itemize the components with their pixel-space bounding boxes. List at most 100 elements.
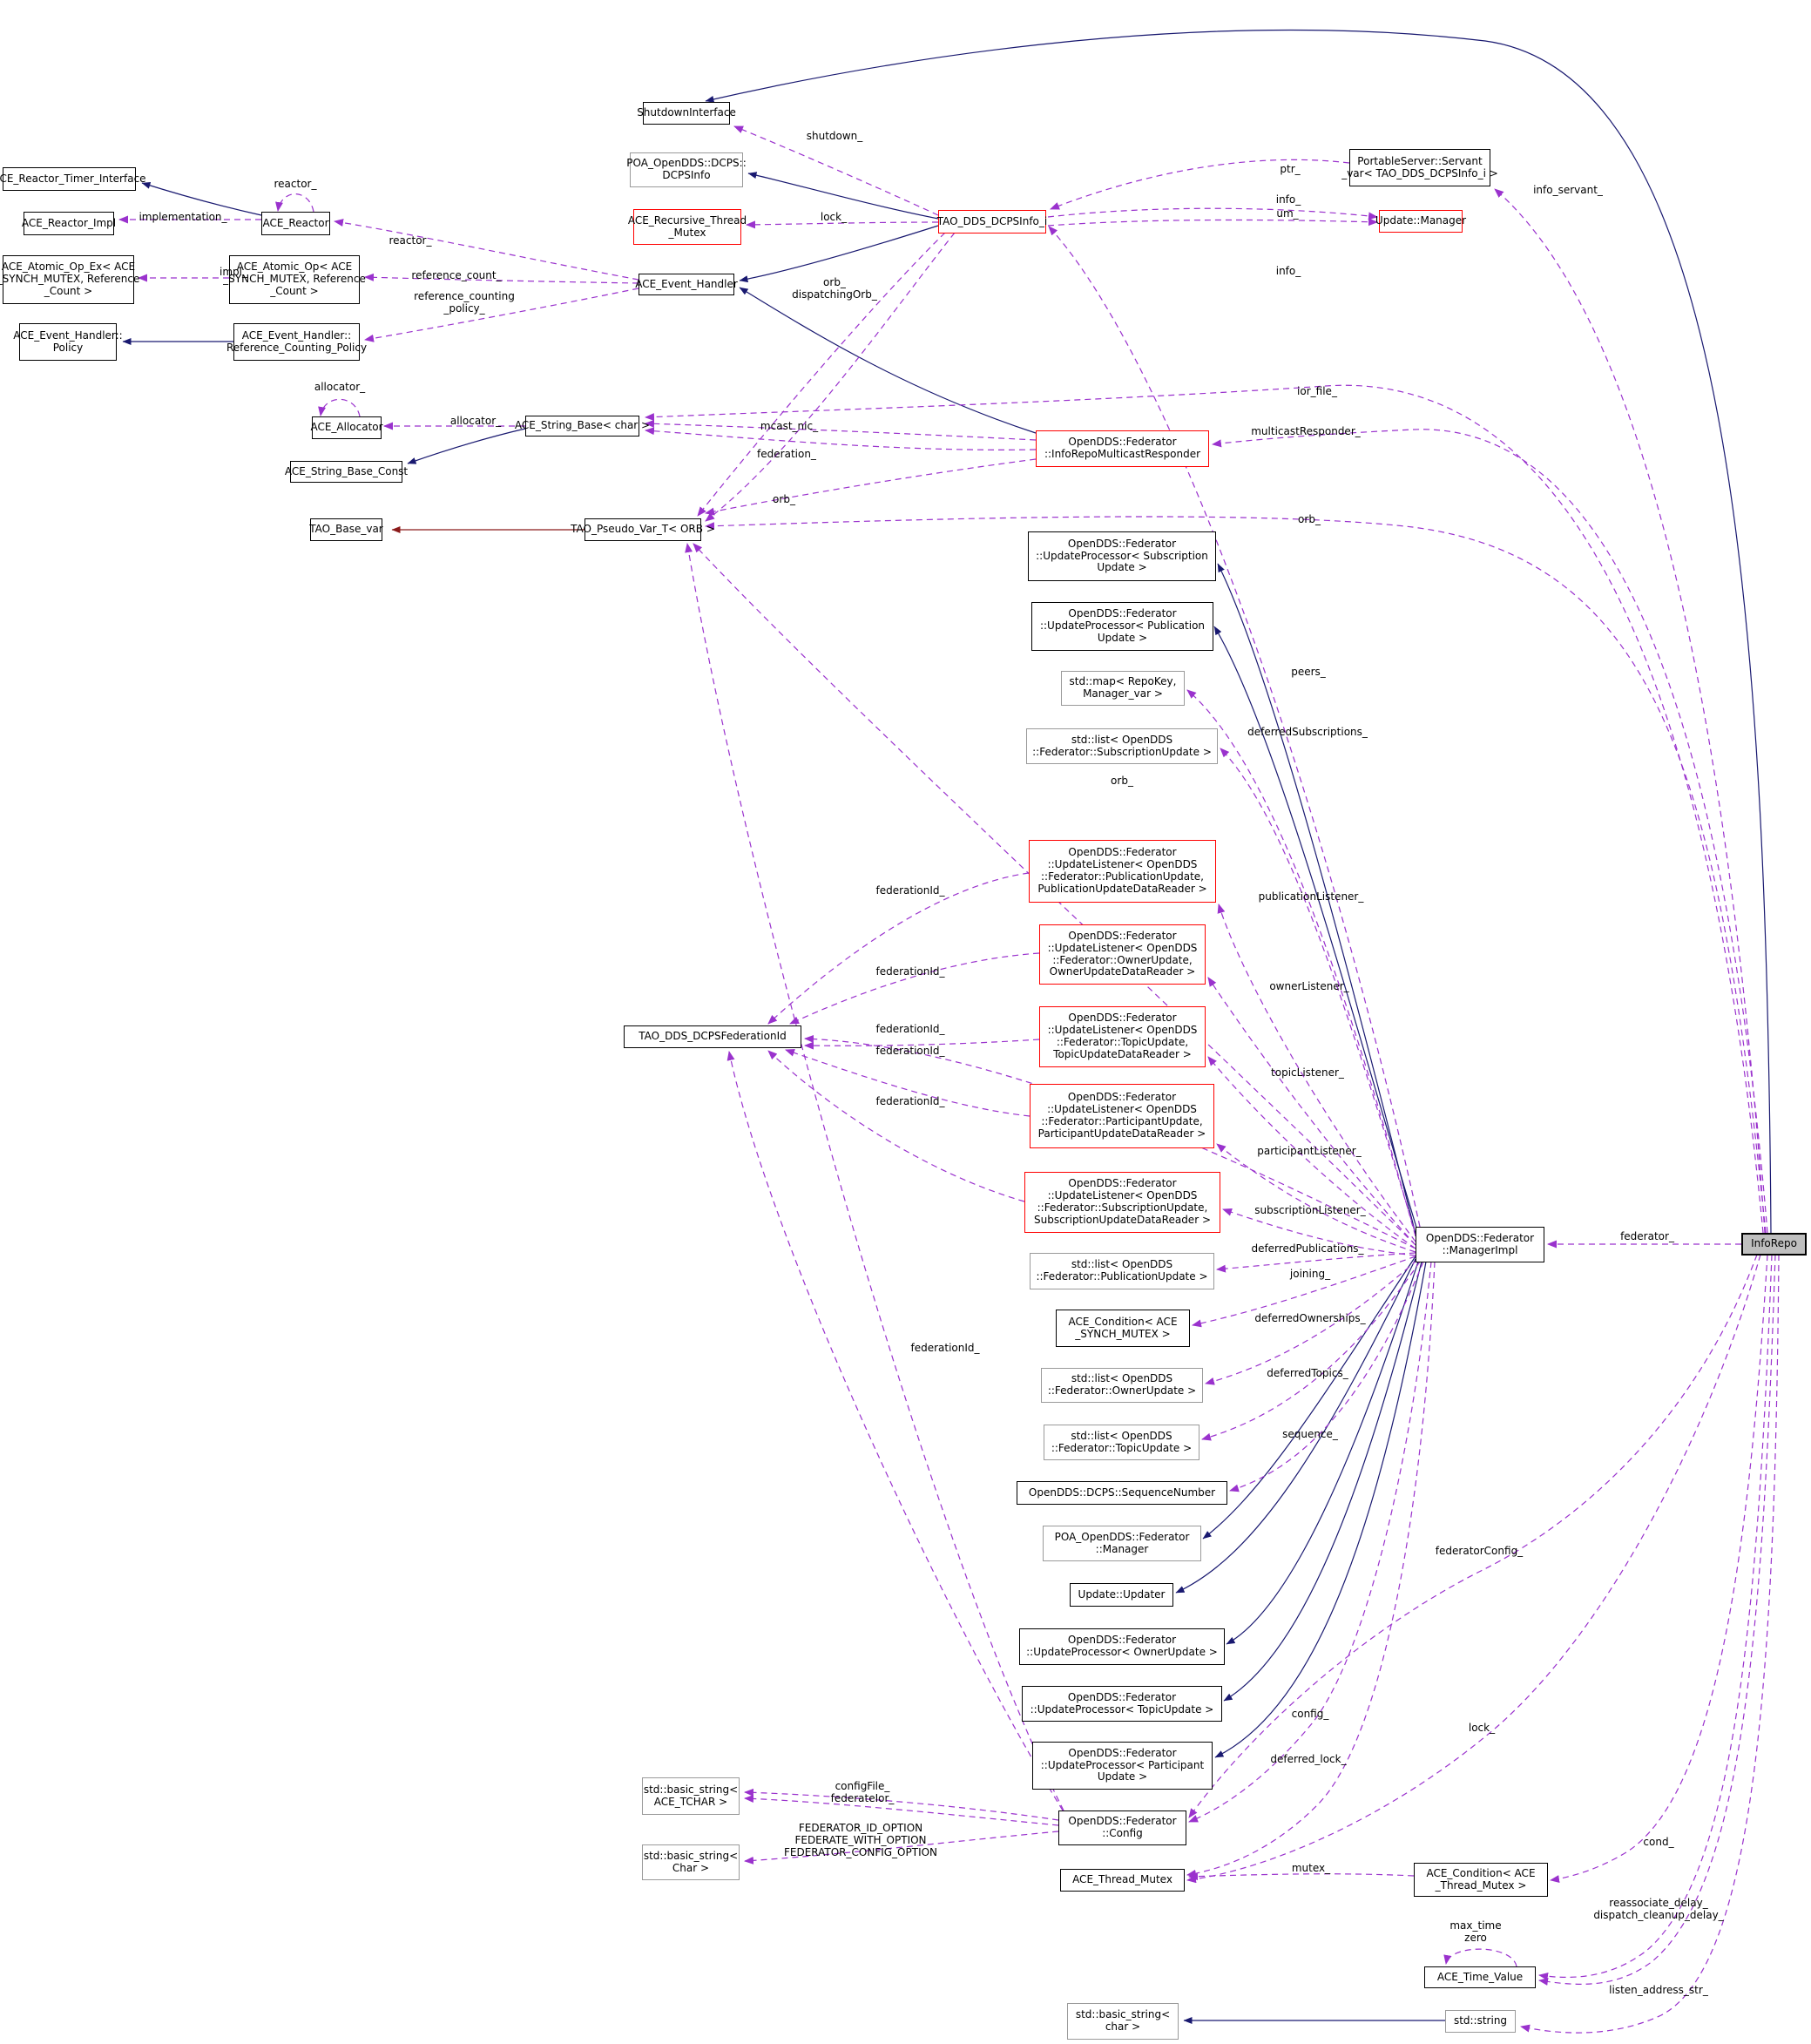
class-node-update-processor-participant[interactable]: OpenDDS::Federator::UpdateProcessor< Par…	[1032, 1742, 1213, 1790]
inheritance-edge	[141, 182, 262, 216]
class-node-label: TAO_Pseudo_Var_T< ORB >	[571, 523, 715, 536]
usage-edge	[767, 872, 1030, 1025]
class-node-label: ::UpdateProcessor< TopicUpdate >	[1030, 1702, 1214, 1716]
class-node-poa-opendds-dcps-dcpsinfo[interactable]: POA_OpenDDS::DCPS::DCPSInfo	[626, 152, 747, 187]
class-node-label: OpenDDS::Federator	[1067, 1634, 1177, 1647]
usage-edge	[1220, 748, 1418, 1241]
class-node-opendds-dcps-sequencenumber[interactable]: OpenDDS::DCPS::SequenceNumber	[1017, 1481, 1227, 1505]
edge-label-line: zero	[1464, 1932, 1487, 1944]
class-node-ace-reactor-timer-interface[interactable]: ACE_Reactor_Timer_Interface	[0, 167, 146, 191]
usage-edge	[1047, 218, 1378, 227]
class-node-opendds-federator-managerimpl[interactable]: OpenDDS::Federator::ManagerImpl	[1416, 1227, 1544, 1262]
class-node-label: TAO_DDS_DCPSFederationId	[639, 1030, 787, 1043]
class-node-label: Update::Manager	[1375, 214, 1467, 227]
class-node-update-listener-publication[interactable]: OpenDDS::Federator::UpdateListener< Open…	[1029, 840, 1216, 903]
edge-label-line: mcast_nic_	[760, 419, 819, 432]
class-node-ace-condition-synch-mutex[interactable]: ACE_Condition< ACE_SYNCH_MUTEX >	[1056, 1310, 1190, 1347]
class-node-label: ACE_Event_Handler::	[241, 328, 352, 342]
edge-label: deferredPublications_	[1251, 1242, 1363, 1255]
class-node-label: ACE_Condition< ACE	[1068, 1315, 1178, 1328]
class-node-std-list-subscription-update[interactable]: std::list< OpenDDS::Federator::Subscript…	[1026, 728, 1218, 764]
class-node-ace-thread-mutex[interactable]: ACE_Thread_Mutex	[1060, 1869, 1185, 1892]
edge-label: allocator_	[314, 381, 365, 393]
class-node-ace-reactor-impl[interactable]: ACE_Reactor_Impl	[21, 212, 117, 235]
edge-label-line: federator_	[1620, 1229, 1674, 1242]
class-node-update-listener-owner[interactable]: OpenDDS::Federator::UpdateListener< Open…	[1039, 924, 1206, 985]
edge-label-line: allocator_	[449, 414, 502, 427]
edge-label: deferredOwnerships_	[1254, 1312, 1365, 1324]
edge-label: federationId_	[910, 1342, 979, 1354]
class-node-ace-event-handler-ref-counting-policy[interactable]: ACE_Event_Handler::Reference_Counting_Po…	[226, 323, 367, 361]
class-node-tao-dds-dcpsfederationid[interactable]: TAO_DDS_DCPSFederationId	[624, 1025, 801, 1048]
class-node-update-processor-topic[interactable]: OpenDDS::Federator::UpdateProcessor< Top…	[1022, 1686, 1222, 1722]
usage-edge	[746, 220, 939, 229]
edge-label-line: lock_	[1468, 1721, 1496, 1734]
class-node-label: std::list< OpenDDS	[1071, 733, 1173, 746]
class-node-label: _Count >	[44, 284, 93, 297]
usage-edge	[693, 543, 1416, 1246]
usage-edge	[1186, 689, 1416, 1237]
edge-label: config_	[1292, 1708, 1329, 1720]
class-node-label: std::basic_string<	[643, 1849, 739, 1862]
class-node-inforepo-multicast-responder[interactable]: OpenDDS::Federator::InfoRepoMulticastRes…	[1036, 430, 1209, 467]
edge-label: orb_	[1111, 775, 1133, 787]
class-node-tao-base-var[interactable]: TAO_Base_var	[309, 518, 383, 541]
class-node-std-list-publication-update[interactable]: std::list< OpenDDS::Federator::Publicati…	[1030, 1253, 1214, 1289]
class-node-ace-recursive-thread-mutex[interactable]: ACE_Recursive_Thread_Mutex	[628, 209, 747, 245]
edge-label: reassociate_delay_dispatch_cleanup_delay…	[1593, 1897, 1723, 1921]
inheritance-edge	[1217, 563, 1416, 1235]
class-node-shutdown-interface[interactable]: ShutdownInterface	[637, 102, 736, 125]
usage-edge	[1222, 1208, 1416, 1256]
class-node-std-string[interactable]: std::string	[1445, 2010, 1516, 2033]
class-node-update-updater[interactable]: Update::Updater	[1070, 1583, 1173, 1607]
class-node-update-processor-owner[interactable]: OpenDDS::Federator::UpdateProcessor< Own…	[1019, 1628, 1225, 1665]
edge-label-line: topicListener_	[1271, 1066, 1344, 1079]
edge-label-line: info_	[1275, 193, 1301, 206]
class-node-ace-string-base-char[interactable]: ACE_String_Base< char >	[515, 416, 650, 437]
inheritance-edge	[1223, 1261, 1422, 1702]
class-node-label: ACE_Reactor_Impl	[21, 216, 117, 229]
class-node-inforepo[interactable]: InfoRepo	[1741, 1233, 1807, 1256]
class-node-ace-atomic-op[interactable]: ACE_Atomic_Op< ACE_SYNCH_MUTEX, Referenc…	[223, 255, 366, 304]
class-node-ace-reactor[interactable]: ACE_Reactor	[261, 212, 330, 235]
class-node-update-manager[interactable]: Update::Manager	[1375, 210, 1466, 233]
class-node-ace-atomic-op-ex[interactable]: ACE_Atomic_Op_Ex< ACE_SYNCH_MUTEX, Refer…	[0, 255, 139, 304]
class-node-std-basic-string-char-cap[interactable]: std::basic_string<Char >	[642, 1844, 740, 1880]
class-node-label: ::Federator::TopicUpdate,	[1056, 1036, 1189, 1048]
class-node-std-basic-string-ace-tchar[interactable]: std::basic_string<ACE_TCHAR >	[642, 1777, 740, 1815]
class-node-update-listener-topic[interactable]: OpenDDS::Federator::UpdateListener< Open…	[1039, 1006, 1206, 1067]
class-node-ace-event-handler-policy[interactable]: ACE_Event_Handler::Policy	[13, 323, 123, 361]
class-node-ace-string-base-const[interactable]: ACE_String_Base_Const	[285, 461, 408, 483]
class-node-update-processor-subscription[interactable]: OpenDDS::Federator::UpdateProcessor< Sub…	[1028, 531, 1216, 581]
class-node-std-list-topic-update[interactable]: std::list< OpenDDS::Federator::TopicUpda…	[1044, 1425, 1199, 1460]
class-node-std-list-owner-update[interactable]: std::list< OpenDDS::Federator::OwnerUpda…	[1041, 1368, 1203, 1403]
edge-label: shutdown_	[807, 130, 863, 142]
class-node-ace-allocator[interactable]: ACE_Allocator	[310, 416, 383, 439]
usage-edge	[744, 1794, 1059, 1826]
edge-label: federationId_	[875, 1045, 944, 1057]
class-node-opendds-federator-config[interactable]: OpenDDS::Federator::Config	[1058, 1810, 1186, 1845]
class-node-tao-dds-dcpsinfo-i[interactable]: TAO_DDS_DCPSInfo_i	[937, 210, 1047, 234]
class-node-portableserver-servant-var[interactable]: PortableServer::Servant_var< TAO_DDS_DCP…	[1341, 149, 1498, 186]
class-node-std-basic-string-char[interactable]: std::basic_string<char >	[1067, 2003, 1179, 2040]
edge-label-line: mutex_	[1291, 1861, 1331, 1874]
class-node-poa-opendds-federator-manager[interactable]: POA_OpenDDS::Federator::Manager	[1043, 1526, 1201, 1561]
class-node-tao-pseudo-var-t-orb[interactable]: TAO_Pseudo_Var_T< ORB >	[571, 518, 715, 541]
edge-label: federation_	[757, 448, 816, 460]
edge-label-line: federationId_	[875, 1044, 945, 1057]
class-node-ace-event-handler[interactable]: ACE_Event_Handler	[635, 274, 738, 295]
inheritance-edge	[407, 428, 526, 464]
class-node-label: ::Config	[1102, 1827, 1143, 1839]
class-node-std-map-repokey[interactable]: std::map< RepoKey,Manager_var >	[1061, 671, 1185, 706]
class-node-update-listener-subscription[interactable]: OpenDDS::Federator::UpdateListener< Open…	[1024, 1172, 1220, 1233]
class-node-label: ::Federator::TopicUpdate >	[1051, 1441, 1193, 1454]
class-node-label: OpenDDS::Federator	[1068, 1746, 1177, 1759]
class-node-ace-condition-thread-mutex[interactable]: ACE_Condition< ACE_Thread_Mutex >	[1414, 1863, 1548, 1897]
edge-label: mcast_nic_	[760, 420, 818, 432]
class-node-label: ACE_Time_Value	[1436, 1970, 1524, 1983]
class-node-label: PublicationUpdateDataReader >	[1037, 882, 1207, 895]
class-node-update-listener-participant[interactable]: OpenDDS::Federator::UpdateListener< Open…	[1030, 1084, 1214, 1148]
class-node-update-processor-publication[interactable]: OpenDDS::Federator::UpdateProcessor< Pub…	[1031, 602, 1213, 651]
class-node-ace-time-value[interactable]: ACE_Time_Value	[1424, 1966, 1536, 1988]
usage-edge	[1207, 977, 1416, 1246]
